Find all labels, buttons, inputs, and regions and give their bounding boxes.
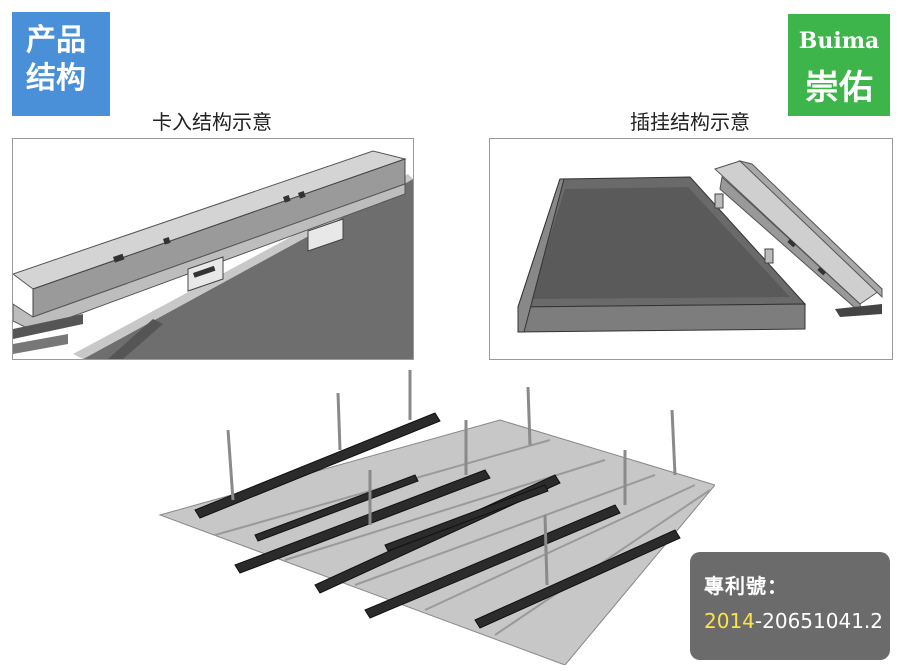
caption-snap-in: 卡入结构示意 [152,110,272,134]
assembly-illustration [155,365,716,666]
patent-label: 專利號： [704,574,788,598]
brand-logo: Buima 崇佑 [788,14,890,116]
caption-hook-in: 插挂结构示意 [630,110,750,134]
logo-chinese-name: 崇佑 [805,68,873,108]
badge-line-2: 结构 [26,61,86,96]
snap-in-illustration [12,138,414,360]
logo-brand-text: Buima [798,28,880,54]
section-badge: 产品 结构 [12,12,110,116]
hook-in-illustration [489,138,893,360]
patent-number-year: 2014 [704,609,755,633]
patent-number-rest: -20651041.2 [754,609,884,633]
badge-line-1: 产品 [26,23,86,58]
patent-info-box: 專利號： 2014-20651041.2 [690,552,890,660]
patent-number: 2014-20651041.2 [704,609,890,633]
